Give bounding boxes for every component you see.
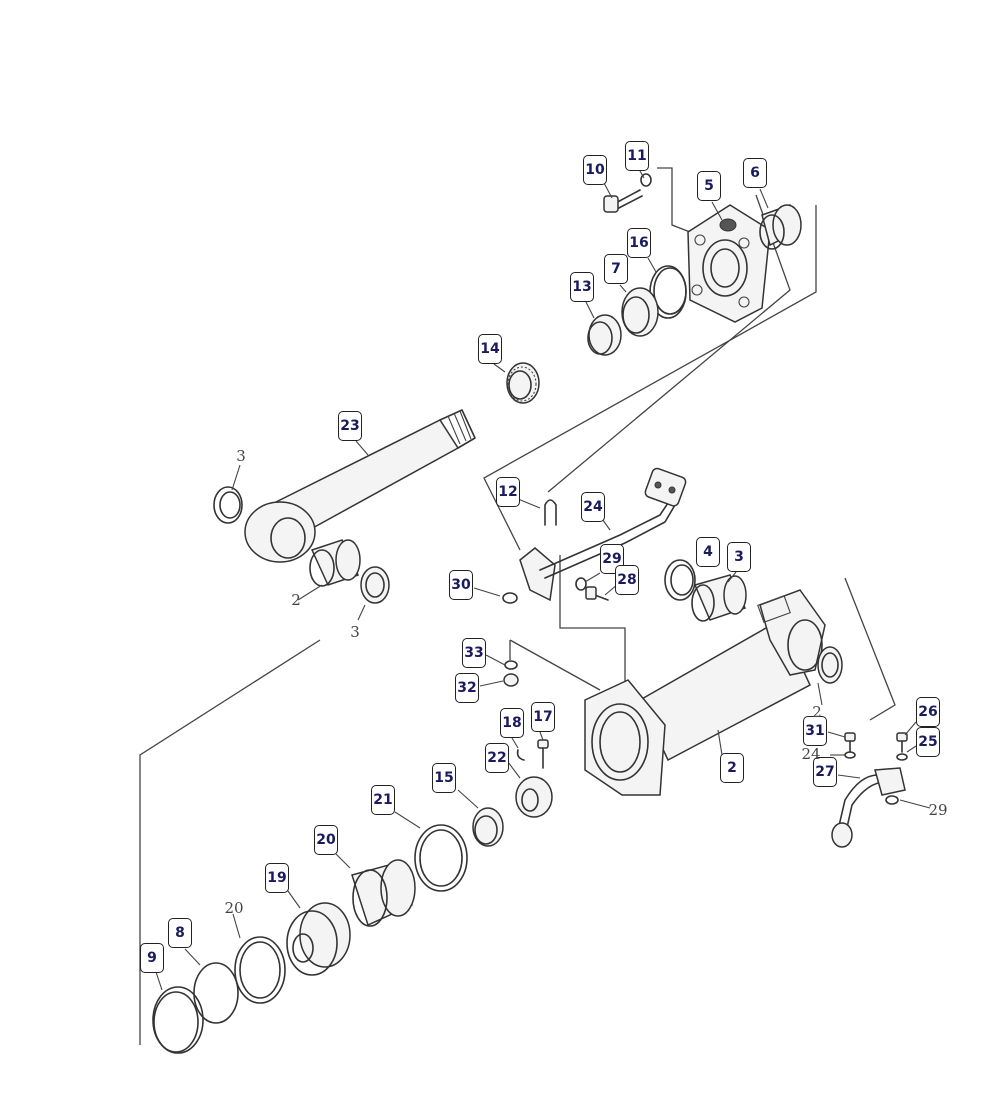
callout-9[interactable]: 9: [140, 943, 164, 973]
callout-7[interactable]: 7: [604, 254, 628, 284]
callout-4[interactable]: 4: [696, 537, 720, 567]
flange-plate-part-5: [687, 204, 771, 323]
leader-lines: [155, 170, 931, 991]
cylinder-housing-part-2: [584, 589, 843, 796]
plain-label-3-upper: 3: [236, 447, 246, 465]
callout-8[interactable]: 8: [168, 918, 192, 948]
callout-6[interactable]: 6: [743, 158, 767, 188]
callout-20[interactable]: 20: [314, 825, 338, 855]
callout-25[interactable]: 25: [916, 727, 940, 757]
callout-16[interactable]: 16: [627, 228, 651, 258]
seal-part-3-left: [213, 486, 243, 524]
callout-30[interactable]: 30: [449, 570, 473, 600]
callout-5[interactable]: 5: [697, 171, 721, 201]
center-hardware: [503, 660, 553, 818]
plain-label-2-right: 2: [812, 703, 822, 721]
bearing-part-14: [506, 362, 540, 404]
callout-3[interactable]: 3: [727, 542, 751, 572]
callout-27[interactable]: 27: [813, 757, 837, 787]
small-hardware-left: [502, 577, 609, 604]
callout-2[interactable]: 2: [720, 753, 744, 783]
pipe-assembly-part-24: [519, 467, 687, 602]
callout-12[interactable]: 12: [496, 477, 520, 507]
bolt-part-10: [603, 173, 652, 213]
plain-label-20: 20: [224, 899, 244, 917]
callout-28[interactable]: 28: [615, 565, 639, 595]
callout-23[interactable]: 23: [338, 411, 362, 441]
callout-33[interactable]: 33: [462, 638, 486, 668]
plain-label-24: 24: [801, 745, 821, 763]
callout-31[interactable]: 31: [803, 716, 827, 746]
lower-seal-stack: [152, 807, 504, 1054]
plain-label-2: 2: [291, 591, 301, 609]
plain-label-29: 29: [928, 801, 948, 819]
bushing-part-6: [759, 204, 802, 250]
bushing-part-2-left: [309, 539, 390, 604]
plain-label-3-lower: 3: [350, 623, 360, 641]
callout-17[interactable]: 17: [531, 702, 555, 732]
callout-13[interactable]: 13: [570, 272, 594, 302]
seals-group-upper: [587, 265, 687, 356]
right-side-hardware: [831, 732, 908, 848]
callout-14[interactable]: 14: [478, 334, 502, 364]
callout-21[interactable]: 21: [371, 785, 395, 815]
callout-24[interactable]: 24: [581, 492, 605, 522]
seal-and-bushing-right: [664, 559, 747, 622]
callout-26[interactable]: 26: [916, 697, 940, 727]
callout-11[interactable]: 11: [625, 141, 649, 171]
callout-22[interactable]: 22: [485, 743, 509, 773]
shaft-arm-part-23: [244, 409, 476, 563]
callout-10[interactable]: 10: [583, 155, 607, 185]
callout-18[interactable]: 18: [500, 708, 524, 738]
callout-15[interactable]: 15: [432, 763, 456, 793]
callout-19[interactable]: 19: [265, 863, 289, 893]
callout-32[interactable]: 32: [455, 673, 479, 703]
